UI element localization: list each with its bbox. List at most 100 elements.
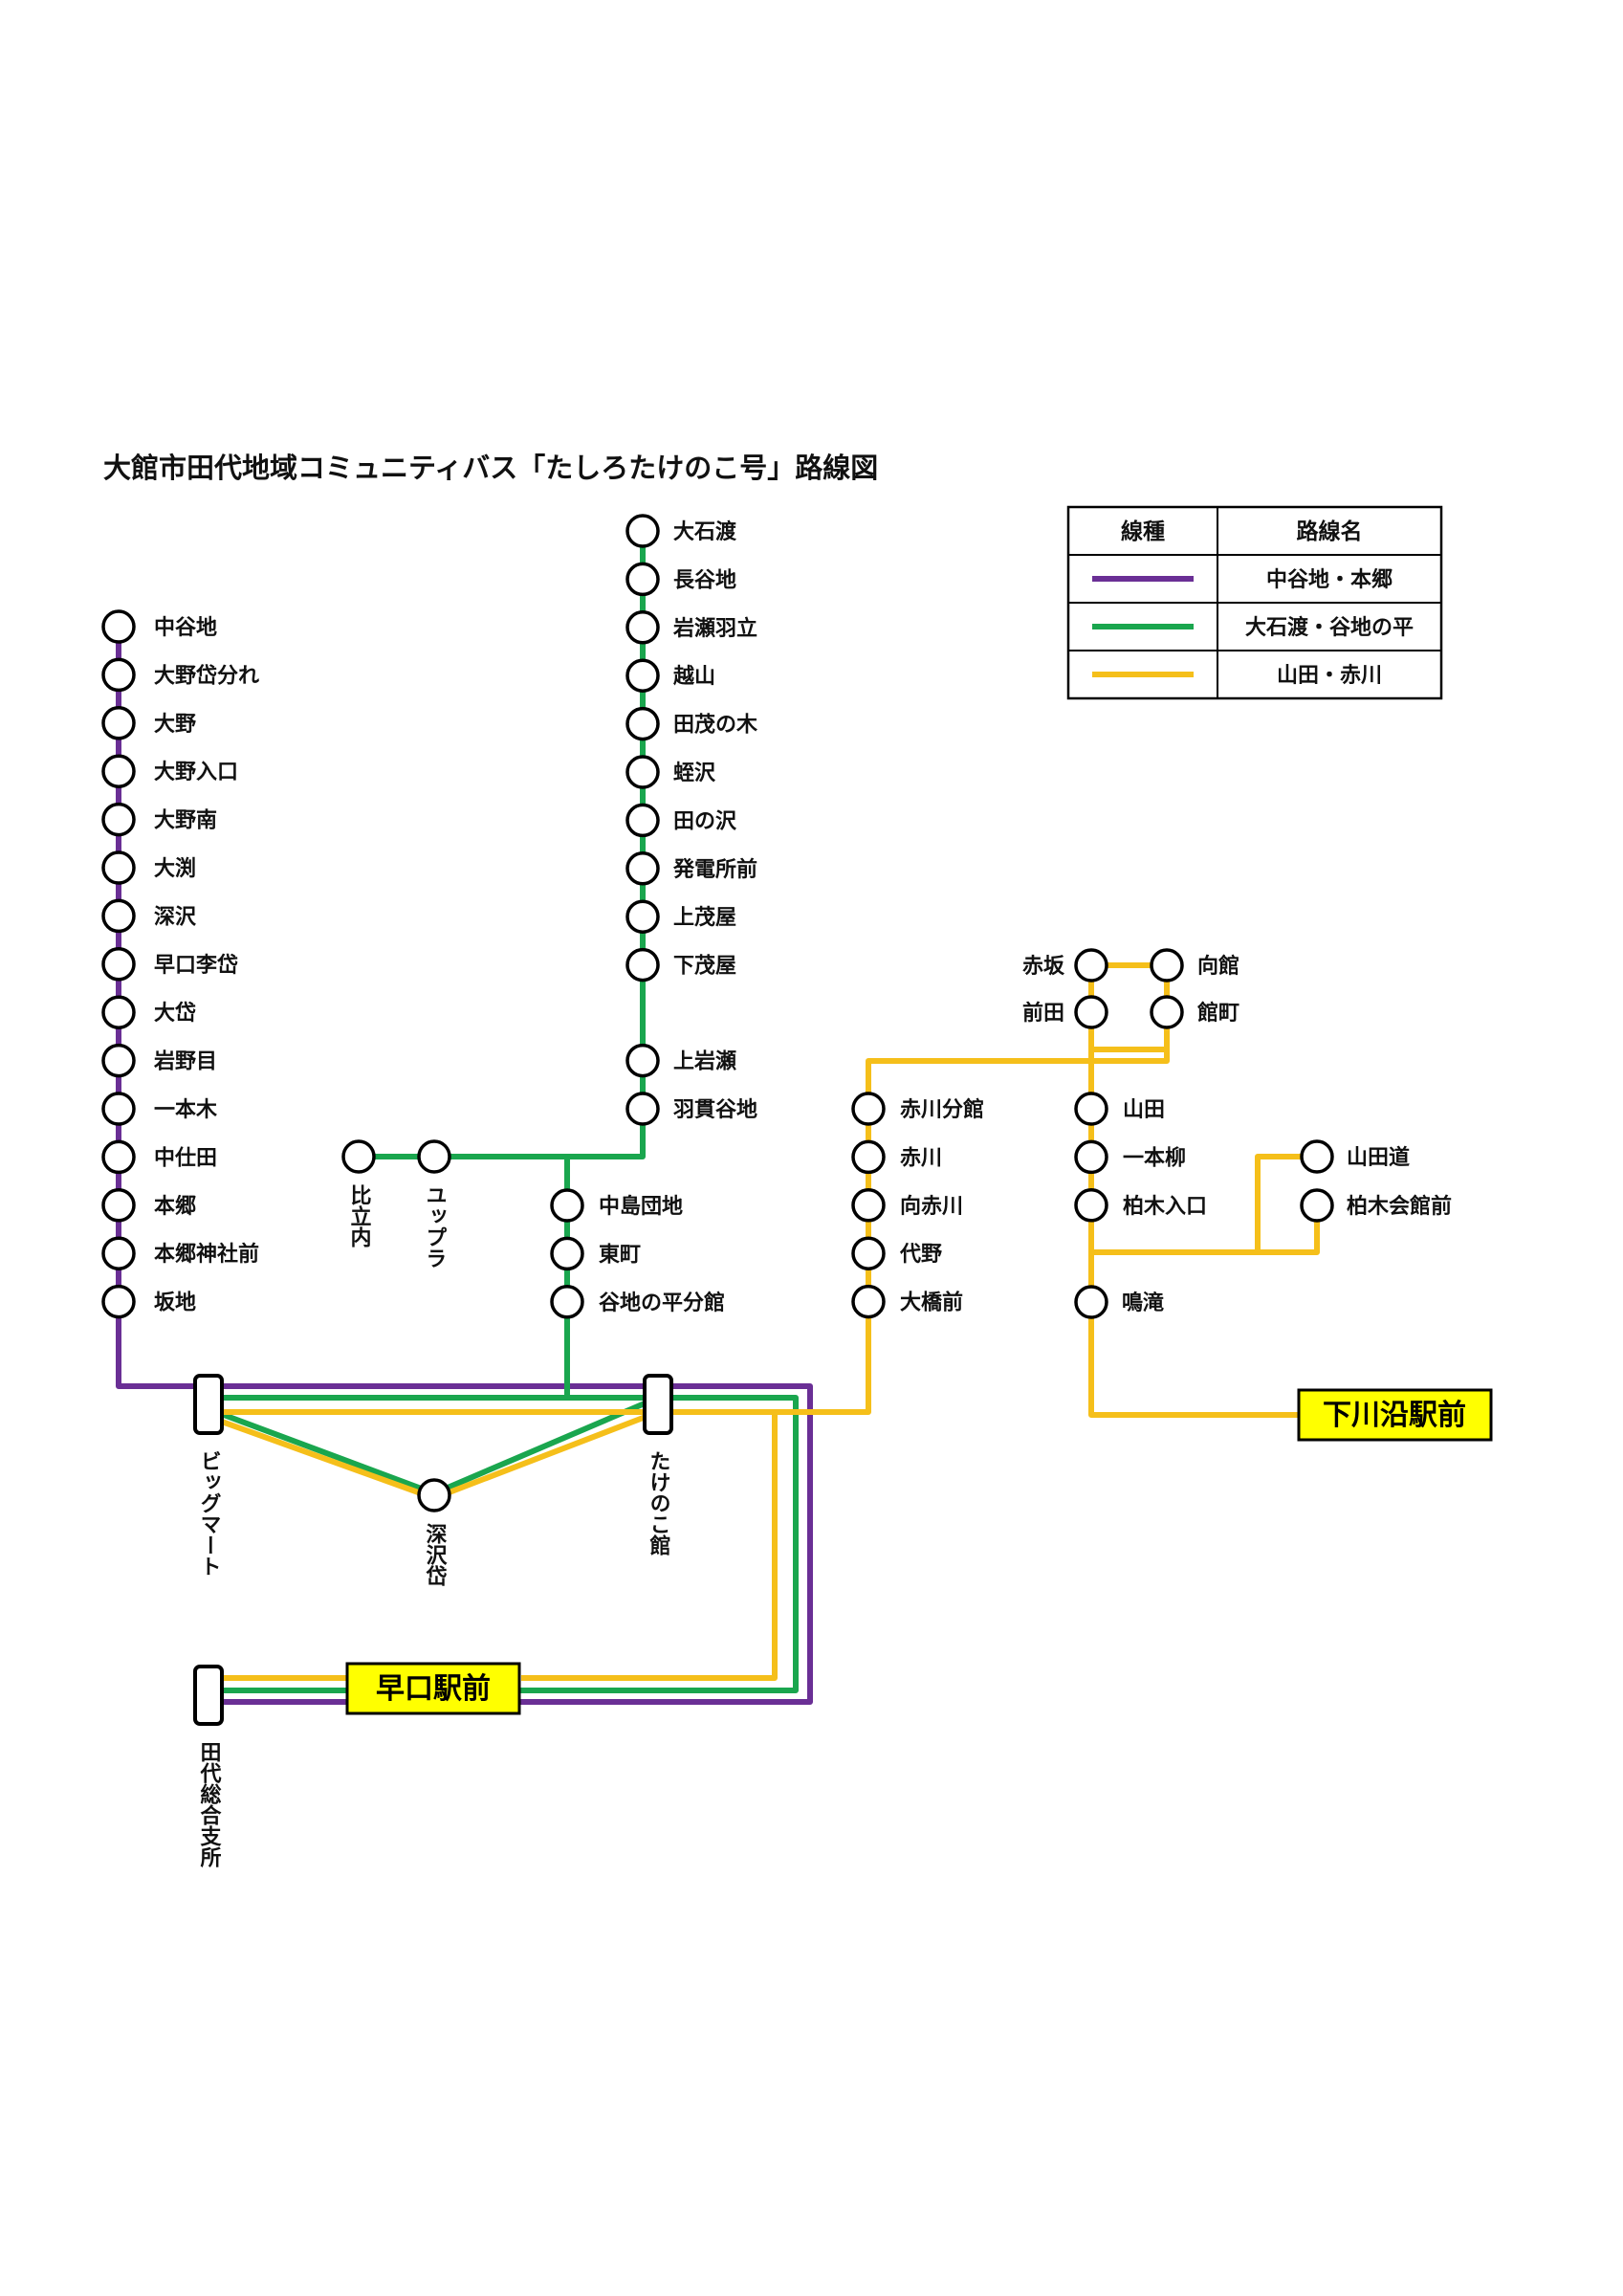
station-label: 大野 — [154, 713, 196, 737]
station-oishiwata-6[interactable] — [625, 803, 660, 838]
station-label: 大野岱分れ — [154, 663, 259, 688]
station-label: 大石渡 — [673, 519, 737, 544]
station-label: 向赤川 — [900, 1194, 963, 1219]
station-yamadamichi[interactable] — [1300, 1139, 1334, 1174]
station-label: 大野入口 — [154, 761, 238, 784]
terminal-shimokawazoe[interactable]: 下川沿駅前 — [1297, 1388, 1493, 1442]
label-kashiwagi-kaikan: 柏木会館前 — [1347, 1194, 1452, 1219]
station-label: 柏木入口 — [1123, 1194, 1207, 1219]
station-fukasawatai[interactable] — [417, 1478, 451, 1512]
station-akagawa-4[interactable] — [851, 1284, 886, 1319]
station-oishiwata-0[interactable] — [625, 514, 660, 548]
station-yamada-1[interactable] — [1074, 1139, 1108, 1175]
station-nakayachi-13[interactable] — [101, 1236, 136, 1270]
station-nakayachi-0[interactable] — [101, 609, 136, 644]
purple-route — [116, 627, 813, 1705]
hubs — [193, 1374, 673, 1726]
station-label: 一本柳 — [1123, 1145, 1186, 1170]
station-oishiwata-10[interactable] — [625, 1043, 660, 1078]
station-label: 大渕 — [154, 856, 196, 881]
label-maeda: 前田 — [1022, 1001, 1064, 1026]
station-label: 大野南 — [154, 809, 217, 833]
station-oishiwata-1[interactable] — [625, 562, 660, 597]
station-yachi-0[interactable] — [550, 1188, 584, 1223]
label-takenokokan: たけのこ館 — [647, 1450, 671, 1556]
station-label: 谷地の平分館 — [599, 1291, 725, 1315]
terminal-hayaguchi[interactable]: 早口駅前 — [345, 1662, 521, 1715]
station-yamada-0[interactable] — [1074, 1092, 1108, 1126]
label-mukaidate: 向館 — [1197, 954, 1239, 979]
terminal-shimokawazoe-label: 下川沿駅前 — [1323, 1399, 1466, 1432]
station-nakayachi-6[interactable] — [101, 898, 136, 934]
station-oishiwata-9[interactable] — [625, 947, 660, 982]
station-nakayachi-10[interactable] — [101, 1092, 136, 1126]
station-oishiwata-7[interactable] — [625, 851, 660, 886]
station-nakayachi-12[interactable] — [101, 1188, 136, 1223]
legend-route-name: 大石渡・谷地の平 — [1245, 615, 1414, 640]
station-narutaki[interactable] — [1074, 1285, 1108, 1319]
station-label: 赤川 — [900, 1146, 942, 1170]
station-oishiwata-4[interactable] — [625, 706, 660, 741]
station-nakayachi-3[interactable] — [101, 754, 136, 788]
station-label: 代野 — [899, 1243, 942, 1267]
station-kashiwagi-kaikan[interactable] — [1300, 1188, 1334, 1223]
station-label: 越山 — [672, 665, 715, 689]
station-akagawa-1[interactable] — [851, 1139, 886, 1175]
station-label: 岩瀬羽立 — [672, 616, 757, 641]
station-yuppura[interactable] — [417, 1139, 451, 1174]
station-yamada-2[interactable] — [1074, 1188, 1108, 1223]
station-akagawa-0[interactable] — [851, 1092, 886, 1126]
hub-takenokokan[interactable] — [643, 1374, 673, 1435]
label-hiratanai: 比立内 — [347, 1184, 372, 1248]
station-label: 田茂の木 — [673, 714, 758, 738]
station-label: 本郷神社前 — [154, 1242, 259, 1267]
label-tatemachi: 館町 — [1197, 1001, 1239, 1026]
station-nakayachi-9[interactable] — [101, 1043, 136, 1078]
station-yachi-1[interactable] — [550, 1236, 584, 1271]
station-akagawa-2[interactable] — [851, 1188, 886, 1223]
station-nakayachi-4[interactable] — [101, 802, 136, 837]
station-akasaka[interactable] — [1074, 948, 1108, 982]
station-mukaidate[interactable] — [1150, 948, 1184, 982]
station-label: 上茂屋 — [673, 906, 736, 930]
station-label: 田の沢 — [673, 809, 737, 833]
station-label: 中谷地 — [154, 616, 217, 640]
station-maeda[interactable] — [1074, 995, 1108, 1029]
station-nakayachi-5[interactable] — [101, 850, 136, 885]
station-label: 坂地 — [154, 1292, 196, 1315]
station-nakayachi-1[interactable] — [101, 657, 136, 693]
station-nakayachi-2[interactable] — [101, 706, 136, 740]
station-nakayachi-7[interactable] — [101, 947, 136, 982]
legend-header-line: 線種 — [1121, 519, 1165, 544]
station-tatemachi[interactable] — [1150, 995, 1184, 1029]
station-hiratanai[interactable] — [341, 1139, 376, 1174]
hub-bigmart[interactable] — [193, 1374, 224, 1435]
station-oishiwata-3[interactable] — [625, 658, 660, 693]
station-oishiwata-5[interactable] — [625, 755, 660, 789]
label-narutaki: 鳴滝 — [1122, 1292, 1164, 1315]
station-oishiwata-11[interactable] — [625, 1092, 660, 1126]
station-label: 羽貫谷地 — [673, 1098, 757, 1122]
station-label: 早口李岱 — [154, 953, 238, 978]
station-yachi-2[interactable] — [550, 1285, 584, 1319]
station-label: 東町 — [599, 1243, 641, 1267]
station-oishiwata-2[interactable] — [625, 610, 660, 645]
station-label: 大岱 — [154, 1001, 196, 1026]
station-nakayachi-8[interactable] — [101, 995, 136, 1029]
station-nakayachi-11[interactable] — [101, 1139, 136, 1175]
station-label: 深沢 — [154, 905, 197, 929]
station-nakayachi-14[interactable] — [101, 1284, 136, 1319]
label-tashiro-sogo: 田代総合支所 — [197, 1741, 223, 1868]
hub-tashiro-sogo[interactable] — [193, 1665, 224, 1726]
station-label: 上岩瀬 — [673, 1050, 736, 1074]
station-oishiwata-8[interactable] — [625, 899, 660, 934]
station-label: 一本木 — [154, 1098, 218, 1122]
label-fukasawatai: 深沢岱 — [423, 1523, 449, 1587]
yellow-route — [207, 962, 1320, 1681]
station-label: 下茂屋 — [673, 955, 736, 979]
station-label: 本郷 — [154, 1195, 196, 1219]
station-labels: 中谷地大野岱分れ大野大野入口大野南大渕深沢早口李岱大岱岩野目一本木中仕田本郷本郷… — [153, 519, 1452, 1868]
label-yuppura: ユップラ — [423, 1184, 447, 1269]
station-akagawa-3[interactable] — [851, 1236, 886, 1270]
